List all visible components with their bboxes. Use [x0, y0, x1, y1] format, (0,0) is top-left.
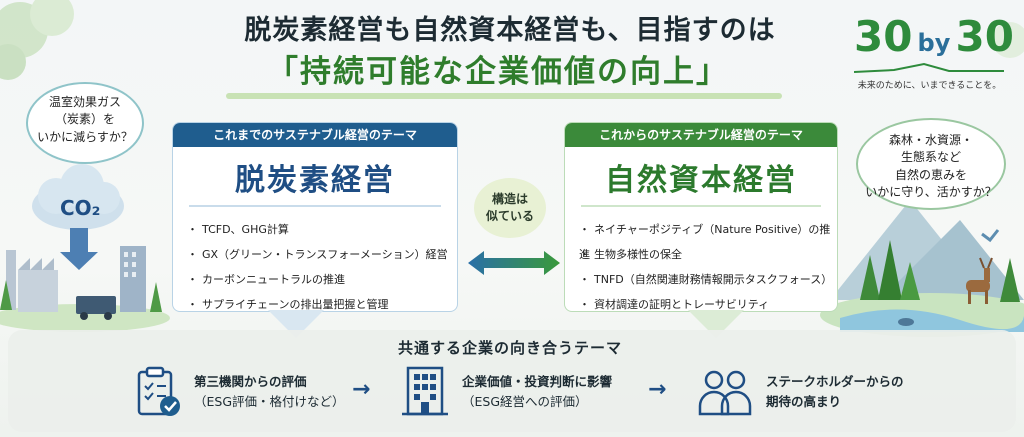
co2-label: CO₂ — [60, 196, 101, 220]
similarity-circle: 構造は 似ている — [474, 178, 546, 238]
headline-underline — [226, 93, 782, 99]
box-divider — [189, 205, 441, 207]
theme-item-line: 企業価値・投資判断に影響 — [462, 374, 613, 389]
building-icon — [402, 366, 448, 416]
theme-item-line: ステークホルダーからの — [766, 374, 904, 389]
common-themes-panel — [8, 330, 1016, 432]
bubble-text-line: 生態系など — [900, 150, 961, 165]
box-item-list: TCFD、GHG計算 GX（グリーン・トランスフォーメーション）経営 カーボンニ… — [173, 207, 457, 317]
box-divider — [581, 205, 821, 207]
nature-landscape-illustration — [820, 200, 1024, 337]
headline-line1: 脱炭素経営も自然資本経営も、目指すのは — [244, 15, 776, 46]
down-arrow-right-icon — [688, 310, 744, 338]
carbon-management-box: これまでのサステナブル経営のテーマ 脱炭素経営 TCFD、GHG計算 GX（グリ… — [172, 122, 458, 312]
bubble-text-line: 森林・水資源・ — [888, 133, 973, 147]
right-arrow-icon: → — [352, 377, 371, 402]
speech-bubble-carbon: 温室効果ガス （炭素）を いかに減らすか？ — [26, 82, 144, 164]
headline-line2: 「持続可能な企業価値の向上」 — [267, 54, 729, 90]
box-item-list: ネイチャーポジティブ（Nature Positive）の推進 生物多様性の保全 … — [565, 207, 837, 317]
list-item: TCFD、GHG計算 — [187, 217, 457, 242]
list-item: ネイチャーポジティブ（Nature Positive）の推進 — [579, 217, 837, 261]
common-themes-title: 共通する企業の向き合うテーマ — [397, 339, 622, 357]
theme-item-evaluation: 第三機関からの評価 （ESG評価・格付けなど） — [194, 372, 364, 412]
theme-item-stakeholders: ステークホルダーからの 期待の高まり — [766, 372, 946, 412]
theme-item-subline: （ESG評価・格付けなど） — [194, 394, 345, 409]
list-item: 生物多様性の保全 — [579, 242, 837, 267]
bubble-text-line: 自然の恵みを — [894, 167, 967, 182]
bubble-text-line: 温室効果ガス — [48, 95, 121, 109]
logo-30by30: 30 by 30 未来のために、いまできることを。 — [842, 12, 1017, 92]
theme-item-investment: 企業価値・投資判断に影響 （ESG経営への評価） — [462, 372, 662, 412]
natural-capital-box: これからのサステナブル経営のテーマ 自然資本経営 ネイチャーポジティブ（Natu… — [564, 122, 838, 312]
list-item: TNFD（自然関連財務情報開示タスクフォース） — [579, 267, 837, 292]
logo-mountain-icon — [854, 62, 1004, 73]
logo-by-text: by — [917, 29, 951, 57]
list-item: 資材調達の証明とトレーサビリティ — [579, 292, 837, 317]
theme-item-subline: （ESG経営への評価） — [462, 394, 588, 409]
list-item: カーボンニュートラルの推進 — [187, 267, 457, 292]
box-header: これからのサステナブル経営のテーマ — [565, 123, 837, 147]
list-item: サプライチェーンの排出量把握と管理 — [187, 292, 457, 317]
down-arrow-left-icon — [268, 310, 324, 338]
box-main-title: 脱炭素経営 — [235, 163, 395, 198]
theme-item-line: 期待の高まり — [766, 394, 842, 409]
connector-text-line: 似ている — [485, 208, 534, 223]
theme-item-line: 第三機関からの評価 — [194, 374, 307, 389]
list-item: GX（グリーン・トランスフォーメーション）経営 — [187, 242, 457, 267]
right-arrow-icon: → — [648, 377, 667, 402]
box-main-title: 自然資本経営 — [605, 163, 797, 198]
people-icon — [698, 370, 752, 416]
logo-number-right: 30 — [955, 12, 1014, 61]
double-arrow-icon — [468, 251, 560, 275]
bubble-text-line: いかに守り、活かすか？ — [865, 185, 997, 200]
box-header: これまでのサステナブル経営のテーマ — [173, 123, 457, 147]
bubble-text-line: （炭素）を — [54, 112, 115, 127]
bubble-text-line: いかに減らすか？ — [37, 129, 133, 144]
connector-text-line: 構造は — [491, 192, 528, 206]
logo-number-left: 30 — [854, 12, 913, 61]
checklist-icon — [137, 366, 180, 416]
speech-bubble-nature: 森林・水資源・ 生態系など 自然の恵みを いかに守り、活かすか？ — [856, 118, 1006, 210]
factory-city-illustration — [0, 246, 170, 332]
logo-tagline: 未来のために、いまできることを。 — [857, 81, 1002, 91]
foliage-topleft-illustration — [0, 0, 74, 80]
